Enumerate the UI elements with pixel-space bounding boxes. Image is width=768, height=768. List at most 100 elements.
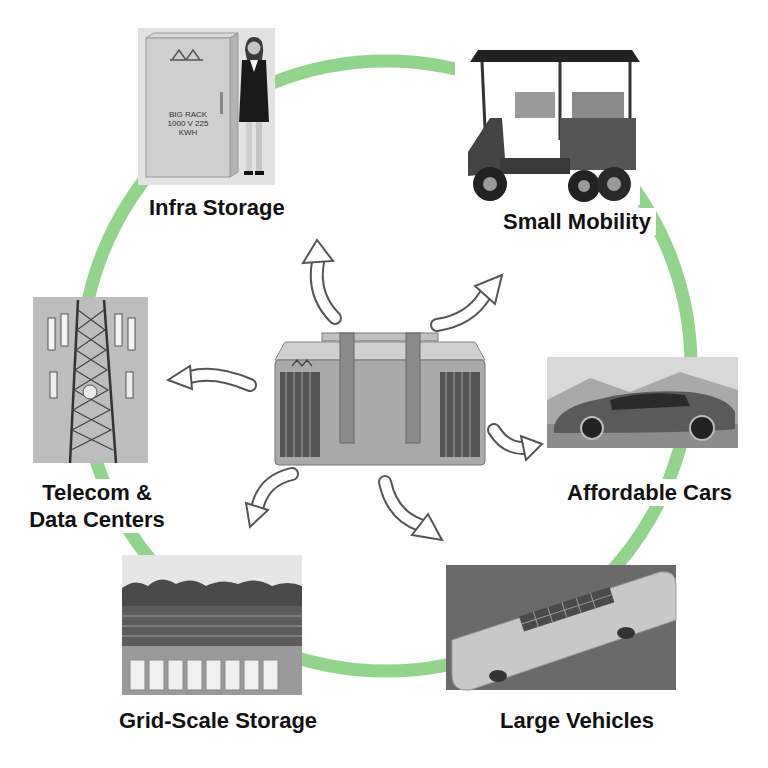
- cabinet-top: [146, 33, 238, 38]
- battery-pack: [275, 333, 485, 465]
- application-label: Large Vehicles: [495, 707, 659, 734]
- arrow-shaft: [258, 474, 292, 505]
- battery-cabinet: [187, 660, 202, 690]
- photo-ground: [446, 565, 676, 690]
- panel-rows: [122, 616, 302, 636]
- arrow-head: [246, 503, 268, 527]
- photo-ground: [122, 555, 302, 695]
- arrow-shaft: [190, 375, 250, 385]
- arrow-head: [412, 514, 442, 540]
- tower-leg: [70, 300, 78, 463]
- arrow-shaft: [258, 474, 292, 505]
- cabinet-marking: BIG RACK 1000 V 225 KWH: [164, 111, 212, 137]
- rickshaw-seat: [515, 92, 555, 118]
- application-label: Grid-Scale Storage: [114, 707, 322, 734]
- battery-cabinet: [168, 660, 183, 690]
- rickshaw-seat: [572, 92, 624, 118]
- battery-cabinet: [206, 660, 221, 690]
- photo-grass: [122, 646, 302, 695]
- bus-solar-roof: [519, 587, 614, 632]
- rickshaw-hub: [578, 180, 590, 192]
- cabinet-front: [146, 38, 230, 177]
- battery-cabinet: [149, 660, 164, 690]
- tree-line: [122, 579, 302, 606]
- rickshaw-wheel: [568, 170, 600, 202]
- battery-cabinet: [130, 660, 145, 690]
- roof-panel-grid: [519, 587, 614, 632]
- photo-ground: [138, 28, 275, 185]
- battery-cabinet: [225, 660, 240, 690]
- battery-strap: [340, 333, 354, 443]
- application-name: Small Mobility: [503, 208, 651, 235]
- arrow-shaft: [317, 262, 335, 318]
- photo-ground: [547, 357, 738, 448]
- woman-hair: [245, 37, 263, 60]
- tower-leg: [104, 300, 116, 463]
- antenna-panel: [48, 318, 55, 350]
- antenna-panel: [126, 372, 133, 398]
- woman-leg: [246, 122, 252, 172]
- application-name: Grid-Scale Storage: [119, 707, 317, 734]
- arrow-shaft: [317, 262, 335, 318]
- arrow-head: [303, 240, 333, 263]
- application-label: Infra Storage: [144, 194, 290, 221]
- antenna-panel: [115, 314, 122, 346]
- arrow-shaft: [437, 295, 485, 325]
- bus-body: [452, 572, 676, 690]
- grill-slats: [286, 372, 470, 457]
- battery-strap: [406, 333, 420, 443]
- antenna-panel: [128, 318, 135, 350]
- bus-wheel: [489, 670, 507, 682]
- woman-shirt: [250, 60, 258, 72]
- tower-bracing: [71, 310, 113, 450]
- arrow-shaft: [385, 482, 420, 525]
- application-name: Large Vehicles: [500, 707, 654, 734]
- application-label: Telecom & Data Centers: [22, 479, 172, 533]
- car-photo: [547, 357, 738, 448]
- woman-head: [248, 42, 261, 55]
- rickshaw-wheel: [473, 167, 507, 201]
- battery-front: [275, 360, 485, 465]
- antenna-dish: [83, 385, 97, 399]
- rickshaw-photo: [455, 45, 640, 205]
- arrow-shaft: [437, 295, 485, 325]
- pointer-arrows: [168, 240, 542, 540]
- battery-top: [275, 342, 485, 360]
- arrow-head: [168, 366, 192, 389]
- photo-mountain: [547, 372, 738, 448]
- arrow-head: [521, 436, 542, 460]
- woman-suit: [239, 60, 269, 122]
- car-window: [610, 393, 690, 410]
- application-label: Small Mobility: [498, 208, 656, 235]
- rickshaw-body: [560, 118, 636, 170]
- rickshaw-hub: [483, 177, 497, 191]
- battery-bar: [322, 333, 438, 341]
- cabinet-handle: [220, 92, 223, 114]
- antenna-panel: [61, 314, 68, 346]
- battery-cabinet: [244, 660, 259, 690]
- application-name: Telecom & Data Centers: [27, 479, 167, 533]
- battery-logo: [292, 360, 312, 366]
- rickshaw-hub: [607, 177, 621, 191]
- bus-photo: [446, 565, 676, 690]
- antenna-panel: [50, 372, 57, 398]
- cabinet-side: [230, 33, 238, 177]
- arrow-shaft: [190, 375, 250, 385]
- bus-wheel: [617, 627, 635, 639]
- rickshaw-roof: [470, 50, 640, 62]
- arrow-shaft: [494, 430, 523, 448]
- woman-shoe: [244, 171, 253, 175]
- rickshaw-wheel: [597, 167, 631, 201]
- rack-photo: [138, 28, 275, 185]
- arrow-head: [475, 275, 502, 304]
- application-name: Affordable Cars: [567, 479, 732, 506]
- application-name: Infra Storage: [149, 194, 285, 221]
- car-wheel: [581, 417, 603, 439]
- car-wheel: [690, 416, 714, 440]
- tower-photo: [33, 297, 148, 463]
- application-label: Affordable Cars: [562, 479, 737, 506]
- rickshaw-floor: [500, 158, 570, 174]
- woman-leg: [256, 122, 262, 172]
